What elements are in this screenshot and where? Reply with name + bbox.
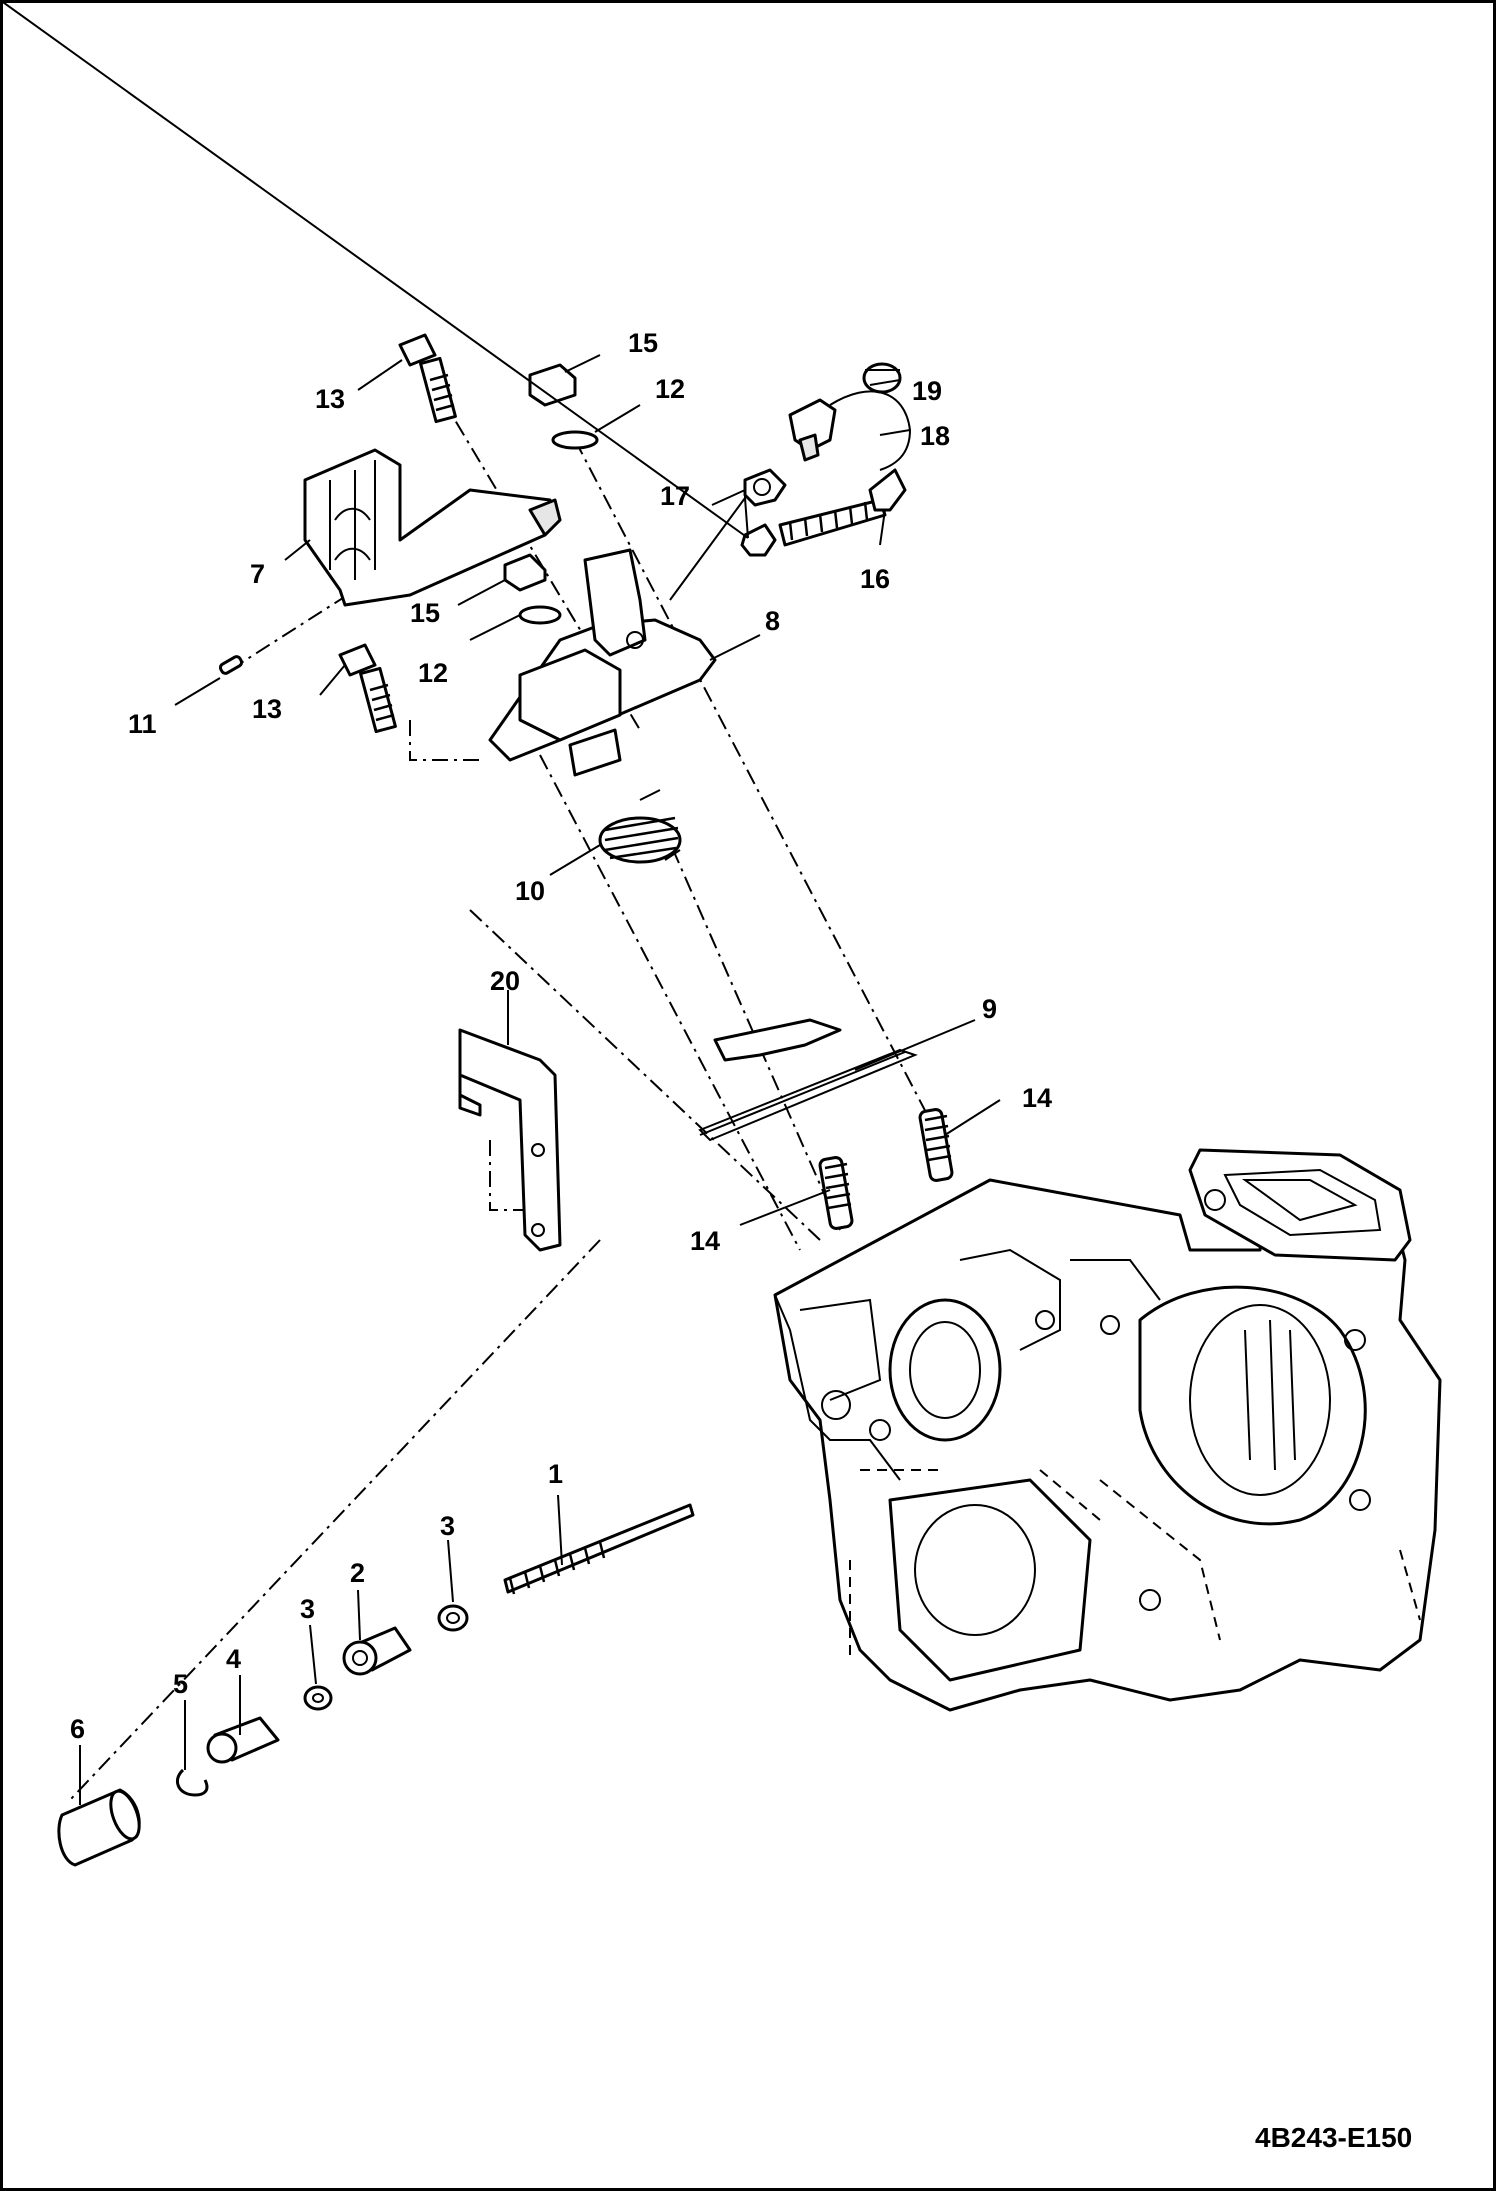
gasket-part-9 <box>698 1018 918 1142</box>
spring-part-10 <box>598 789 682 864</box>
callout-6: 6 <box>70 1714 85 1744</box>
callout-15-mid: 15 <box>410 598 440 628</box>
assembly-centerlines <box>69 394 931 1801</box>
callout-18: 18 <box>920 421 950 451</box>
callout-labels: 13 15 12 19 18 17 16 7 15 8 12 11 13 10 … <box>70 328 1052 1744</box>
callout-5: 5 <box>173 1669 188 1699</box>
callout-13-mid: 13 <box>252 694 282 724</box>
stop-screw-parts-16-19 <box>740 362 912 557</box>
plate-part-7 <box>303 448 562 607</box>
callout-14-right: 14 <box>1022 1083 1052 1113</box>
drawing-code: 4B243-E150 <box>1255 2122 1412 2153</box>
callout-7: 7 <box>250 559 265 589</box>
callout-3-right: 3 <box>440 1511 455 1541</box>
callout-1: 1 <box>548 1459 563 1489</box>
studs-part-14 <box>818 1108 954 1230</box>
callout-9: 9 <box>982 994 997 1024</box>
callout-16: 16 <box>860 564 890 594</box>
shaft-assembly-parts-1-6 <box>57 1503 695 1867</box>
callout-10: 10 <box>515 876 545 906</box>
callout-19: 19 <box>912 376 942 406</box>
callout-12-top: 12 <box>655 374 685 404</box>
callout-15-top: 15 <box>628 328 658 358</box>
callout-17: 17 <box>660 481 690 511</box>
callout-13-top: 13 <box>315 384 345 414</box>
callout-4: 4 <box>226 1644 241 1674</box>
lever-part-8 <box>488 548 717 777</box>
leader-lines <box>0 0 1001 1805</box>
callout-20: 20 <box>490 966 520 996</box>
nuts-part-15-washers-part-12 <box>503 363 599 625</box>
callout-11: 11 <box>128 709 157 739</box>
bolts-part-13 <box>338 333 457 734</box>
callout-3-left: 3 <box>300 1594 315 1624</box>
governor-housing <box>773 1148 1442 1712</box>
callout-8: 8 <box>765 606 780 636</box>
pin-part-11 <box>218 655 244 675</box>
bracket-part-20 <box>458 1028 562 1252</box>
callout-2: 2 <box>350 1558 365 1588</box>
callout-14-left: 14 <box>690 1226 720 1256</box>
callout-12-mid: 12 <box>418 658 448 688</box>
